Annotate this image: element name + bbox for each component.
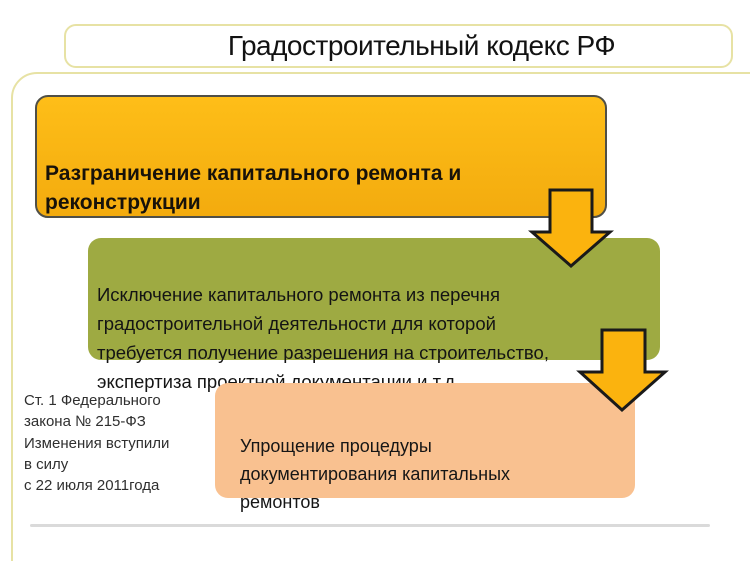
legal-note: Ст. 1 Федерального закона № 215-ФЗ Измен… (24, 392, 170, 495)
step-box-1-text: Разграничение капитального ремонта и рек… (45, 162, 462, 214)
step-box-2-text: Исключение капитального ремонта из переч… (97, 284, 549, 392)
footer-divider (30, 524, 710, 527)
down-arrow-icon (576, 328, 669, 413)
slide-title: Градостроительный кодекс РФ (227, 30, 616, 61)
down-arrow-icon (528, 188, 615, 268)
content-frame (11, 72, 750, 561)
title-band: Градостроительный кодекс РФ (64, 24, 733, 68)
step-box-1: Разграничение капитального ремонта и рек… (35, 95, 607, 218)
step-box-3-text: Упрощение процедуры документирования кап… (240, 436, 511, 512)
step-box-3: Упрощение процедуры документирования кап… (215, 383, 635, 512)
step-box-2: Исключение капитального ремонта из переч… (88, 238, 660, 392)
